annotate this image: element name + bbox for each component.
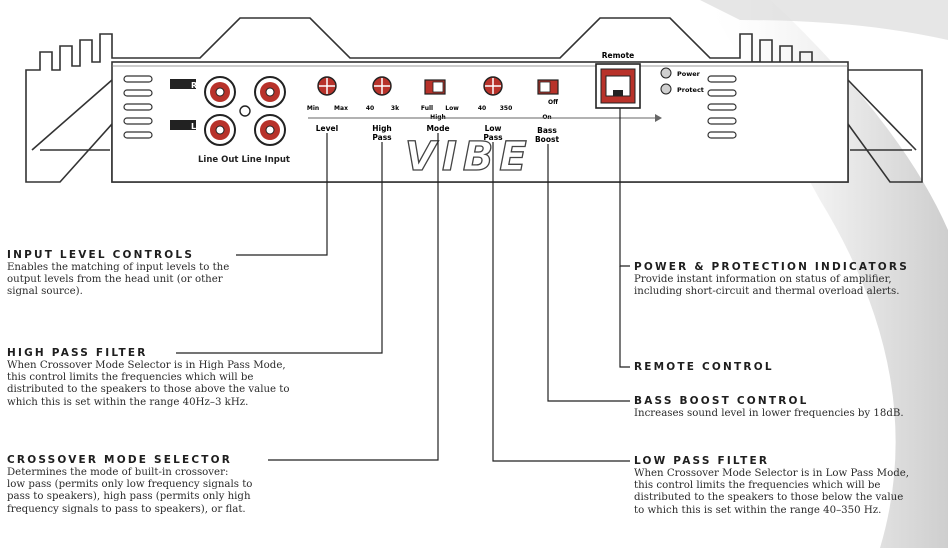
panel-label: Pass — [483, 133, 503, 142]
panel-label: Boost — [535, 135, 559, 144]
background-swoosh — [705, 0, 948, 548]
panel-label: Bass — [537, 126, 557, 135]
callout-line: When Crossover Mode Selector is in Low P… — [634, 468, 909, 479]
callout-line: including short-circuit and thermal over… — [634, 286, 900, 298]
callout-power-protection-title: Power & Protection Indicators — [634, 261, 909, 273]
level-knob: Min Max Level — [307, 76, 348, 133]
callout-high-pass: High Pass Filter When Crossover Mode Sel… — [7, 347, 347, 409]
vibe-logo: VIBE — [405, 134, 533, 180]
callout-line: frequency signals to pass to speakers), … — [7, 503, 246, 515]
callout-line: output levels from the head unit (or oth… — [7, 274, 223, 286]
left-vent-slots — [123, 75, 153, 139]
callout-crossover: Crossover Mode Selector Determines the m… — [7, 454, 307, 516]
callout-bass-boost: Bass Boost Control Increases sound level… — [634, 395, 944, 420]
rca-jack-out-top — [204, 76, 236, 108]
remote-port: Remote — [595, 51, 641, 109]
callout-line: this control limits the frequencies whic… — [634, 480, 881, 492]
callout-line: pass to speakers), high pass (permits on… — [7, 491, 251, 503]
panel-label: Level — [316, 124, 338, 133]
panel-label: Line Out — [198, 155, 238, 165]
panel-label: Power — [677, 70, 701, 78]
callout-line: Provide instant information on status of… — [634, 274, 892, 285]
panel-label: 350 — [500, 105, 513, 112]
callout-crossover-title: Crossover Mode Selector — [7, 454, 233, 466]
rca-jack-out-bottom — [204, 114, 236, 146]
panel-label: Low — [445, 105, 459, 112]
panel-label: High — [372, 124, 392, 133]
panel-label: L — [191, 122, 196, 131]
panel-label: Low — [485, 124, 502, 133]
panel-label: Pass — [372, 133, 392, 142]
panel-label: Remote — [602, 51, 635, 60]
line-out-input-label: Line Out Line Input — [198, 155, 290, 165]
callout-low-pass: Low Pass Filter When Crossover Mode Sele… — [634, 455, 946, 517]
rca-jack-in-top — [254, 76, 286, 108]
status-leds: Power Protect — [660, 67, 704, 95]
panel-label: Line Input — [241, 155, 290, 165]
leader-lines — [176, 108, 630, 462]
callout-line: signal source). — [7, 286, 83, 298]
callout-bass-boost-title: Bass Boost Control — [634, 395, 809, 407]
channel-marks: R L — [170, 79, 197, 131]
callout-line: which this is set within the range 40Hz–… — [7, 396, 249, 408]
callout-line: Enables the matching of input levels to … — [7, 262, 230, 273]
ground-screw — [239, 105, 251, 117]
high-pass-knob: 40 3k High Pass — [366, 76, 400, 142]
panel-label: R — [191, 81, 197, 90]
callout-input-level: Input Level Controls Enables the matchin… — [7, 249, 307, 299]
panel-label: 40 — [366, 105, 374, 112]
callout-remote-title: Remote Control — [634, 361, 774, 373]
amplifier-heatsink — [25, 17, 923, 183]
rca-jack-in-bottom — [254, 114, 286, 146]
panel-label: Mode — [426, 124, 449, 133]
callout-high-pass-title: High Pass Filter — [7, 347, 148, 359]
callout-line: low pass (permits only low frequency sig… — [7, 479, 253, 491]
panel-label: Off — [548, 99, 558, 106]
callout-low-pass-title: Low Pass Filter — [634, 455, 770, 467]
panel-label: 3k — [391, 105, 400, 112]
callout-line: distributed to the speakers to those bel… — [634, 492, 904, 504]
panel-label: Full — [421, 105, 433, 112]
callout-line: When Crossover Mode Selector is in High … — [7, 360, 286, 371]
right-vent-slots — [707, 75, 737, 139]
callout-input-level-title: Input Level Controls — [7, 249, 195, 261]
callout-line: Increases sound level in lower frequenci… — [634, 408, 904, 419]
callout-line: Determines the mode of built-in crossove… — [7, 467, 229, 478]
background-band — [700, 0, 948, 40]
panel-label: 40 — [478, 105, 486, 112]
callout-remote: Remote Control — [634, 361, 934, 373]
panel-label: Min — [307, 105, 319, 112]
rca-jacks — [204, 76, 286, 146]
callout-power-protection: Power & Protection Indicators Provide in… — [634, 261, 946, 298]
callout-line: this control limits the frequencies whic… — [7, 372, 254, 384]
callout-line: to which this is set within the range 40… — [634, 504, 882, 516]
callout-line: distributed to the speakers to those abo… — [7, 384, 290, 396]
low-pass-knob: 40 350 Low Pass — [478, 76, 513, 142]
panel-label: Protect — [677, 86, 704, 94]
panel-label: Max — [334, 105, 348, 112]
